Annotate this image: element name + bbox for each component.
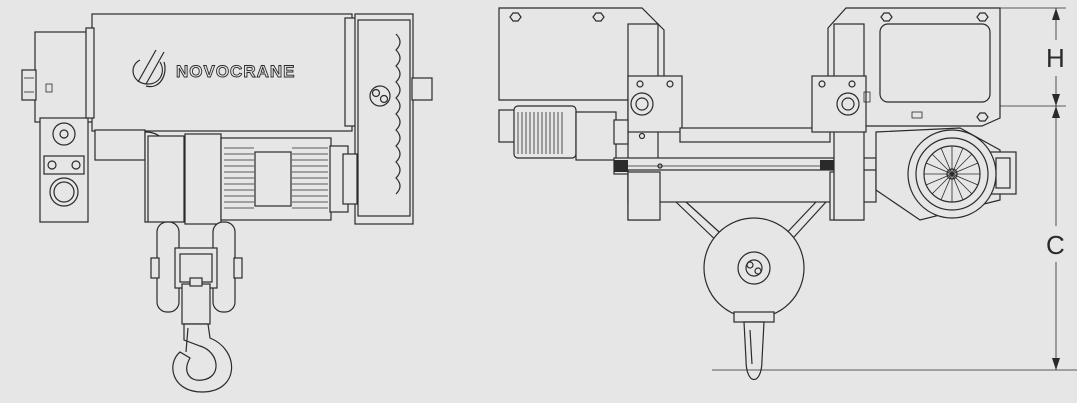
hook-block [150, 221, 243, 393]
right-side-plate [811, 7, 1001, 221]
bottom-sheave [675, 201, 827, 380]
gearbox-end [354, 13, 433, 225]
travel-motor [498, 105, 629, 161]
dimension-c-label: C [1046, 230, 1065, 260]
drum-section [94, 129, 358, 225]
gear-wheel-icon [923, 145, 981, 203]
end-motor-box [21, 31, 94, 223]
front-view: H C [498, 7, 1077, 380]
dimension-h-label: H [1046, 43, 1065, 73]
dimension-lines: H C [712, 7, 1077, 371]
side-view: NOVOCRANE [21, 13, 433, 393]
brand-name: NOVOCRANE [176, 62, 296, 81]
main-housing: NOVOCRANE [85, 13, 358, 132]
left-side-plate [498, 7, 683, 221]
novocrane-logo-icon [132, 49, 166, 88]
drive-wheel [875, 127, 1017, 221]
